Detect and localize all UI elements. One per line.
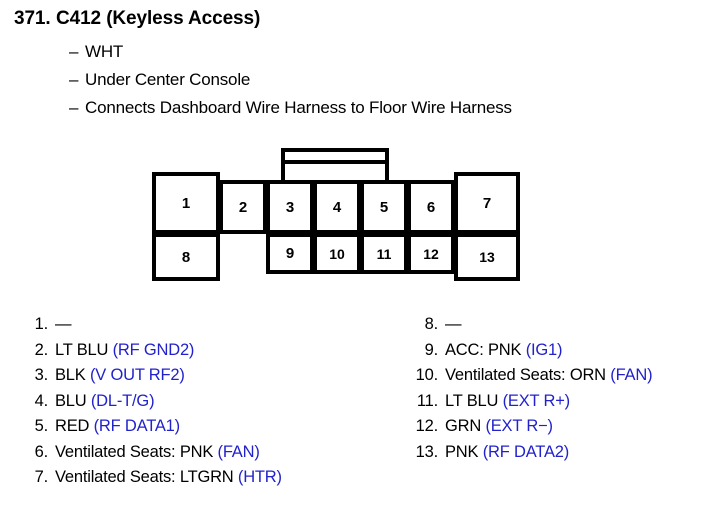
connector-pin-12: 12 [407, 233, 455, 274]
pin-label: 4 [332, 198, 342, 216]
pin-list-signal: (EXT R+) [502, 391, 571, 410]
pin-list-item: 4. BLU (DL-T/G) [18, 389, 282, 415]
connector-latch-bar [285, 160, 385, 164]
header-subline-color: –WHT [69, 42, 123, 62]
pin-list-description: Ventilated Seats: LTGRN [55, 468, 238, 486]
pin-list-signal: (V OUT RF2) [89, 366, 185, 384]
pin-list-signal: (EXT R−) [485, 417, 553, 435]
pin-list-item: 5. RED (RF DATA1) [18, 414, 282, 440]
pin-list-description: BLU [55, 391, 91, 410]
pin-label: 5 [379, 198, 389, 216]
pin-list-item: 9. ACC: PNK (IG1) [406, 338, 652, 364]
dash-bullet-icon: – [69, 70, 79, 89]
pin-label: 12 [423, 245, 439, 262]
pin-list-description: PNK [445, 442, 483, 461]
pin-label: 1 [181, 194, 191, 212]
pin-list-index: 5. [34, 417, 49, 435]
connector-pin-5: 5 [360, 180, 408, 234]
connector-pin-6: 6 [407, 180, 455, 234]
pin-list-signal: (RF DATA2) [482, 442, 570, 461]
pin-label: 10 [329, 245, 345, 262]
pin-label: 3 [285, 198, 295, 216]
header-subline-text: Under Center Console [85, 70, 251, 89]
pin-list-index: 3. [34, 366, 49, 384]
pin-list-right: 8. — 9. ACC: PNK (IG1) 10. Ventilated Seats… [406, 312, 653, 466]
pin-label: 13 [479, 249, 495, 265]
pin-list-description: RED [55, 417, 94, 435]
pin-list-index: 4. [34, 391, 49, 410]
pin-list-signal: (RF GND2) [112, 340, 195, 359]
connector-title: C412 (Keyless Access) [56, 8, 261, 29]
pin-list-signal: (FAN) [610, 366, 653, 384]
connector-pin-1: 1 [152, 172, 220, 234]
pin-list-signal: (RF DATA1) [93, 417, 181, 435]
pin-list-item: 3. BLK (V OUT RF2) [18, 363, 282, 389]
header-subline-text: WHT [85, 42, 124, 61]
pin-label: 6 [426, 198, 436, 216]
connector-pinout-diagram: 1 2 3 4 5 6 7 8 9 10 11 12 13 [152, 148, 520, 281]
pin-label: 11 [376, 245, 392, 262]
connector-pin-9: 9 [266, 233, 314, 274]
dash-bullet-icon: – [69, 98, 79, 117]
pin-list-index: 6. [34, 442, 49, 461]
pin-list-index: 7. [34, 468, 49, 486]
pin-list-item: 12. GRN (EXT R−) [406, 414, 652, 440]
pin-list-description: ACC: PNK [445, 340, 526, 359]
pin-label: 7 [482, 194, 492, 212]
header-subline-connects: –Connects Dashboard Wire Harness to Floo… [69, 98, 512, 118]
dash-bullet-icon: – [69, 42, 79, 61]
pin-list-item: 8. — [406, 312, 652, 338]
pin-list-index: 12. [415, 417, 439, 435]
connector-pin-7: 7 [454, 172, 520, 234]
pin-list-description: LT BLU [55, 340, 113, 359]
pin-list-index: 9. [424, 340, 439, 359]
pin-label: 2 [238, 198, 248, 216]
pin-list-description: Ventilated Seats: PNK [55, 442, 218, 461]
pin-list-index: 13. [415, 442, 439, 461]
pin-list-index: 10. [415, 366, 439, 384]
page-title: 371.C412 (Keyless Access) [14, 8, 260, 30]
pin-list-index: 1. [34, 315, 49, 333]
pin-list-description: — [445, 315, 462, 333]
header-subline-text: Connects Dashboard Wire Harness to Floor… [85, 98, 512, 117]
pin-list-item: 11. LT BLU (EXT R+) [406, 389, 652, 415]
pin-list-signal: (HTR) [237, 468, 282, 486]
connector-pin-11: 11 [360, 233, 408, 274]
pin-list-description: — [55, 315, 72, 333]
header-subline-location: –Under Center Console [69, 70, 250, 90]
pin-list-description: Ventilated Seats: ORN [445, 366, 611, 384]
connector-pin-13: 13 [454, 233, 520, 281]
pin-list-item: 1. — [18, 312, 282, 338]
pin-list-index: 2. [34, 340, 49, 359]
connector-pin-4: 4 [313, 180, 361, 234]
connector-pin-2: 2 [219, 180, 267, 234]
pin-list-index: 11. [416, 391, 438, 410]
pin-list-item: 13. PNK (RF DATA2) [406, 440, 652, 466]
pin-label: 8 [181, 248, 191, 266]
pin-list-signal: (FAN) [217, 442, 260, 461]
pin-list-description: BLK [55, 366, 90, 384]
connector-pin-8: 8 [152, 233, 220, 281]
pin-list-index: 8. [424, 315, 439, 333]
connector-pin-10: 10 [313, 233, 361, 274]
pin-list-signal: (DL-T/G) [90, 391, 155, 410]
pin-list-description: LT BLU [445, 391, 503, 410]
connector-number: 371. [14, 8, 51, 29]
connector-pin-3: 3 [266, 180, 314, 234]
pin-list-item: 10. Ventilated Seats: ORN (FAN) [406, 363, 653, 389]
pin-label: 9 [285, 245, 295, 262]
pin-list-item: 7. Ventilated Seats: LTGRN (HTR) [18, 465, 282, 491]
connector-latch-tab [281, 148, 389, 182]
pin-list-item: 6. Ventilated Seats: PNK (FAN) [18, 440, 282, 466]
pin-list-item: 2. LT BLU (RF GND2) [18, 338, 282, 364]
pin-list-description: GRN [445, 417, 486, 435]
pin-list-left: 1. — 2. LT BLU (RF GND2) 3. BLK (V OUT RF2)… [18, 312, 282, 491]
pin-list-signal: (IG1) [525, 340, 563, 359]
